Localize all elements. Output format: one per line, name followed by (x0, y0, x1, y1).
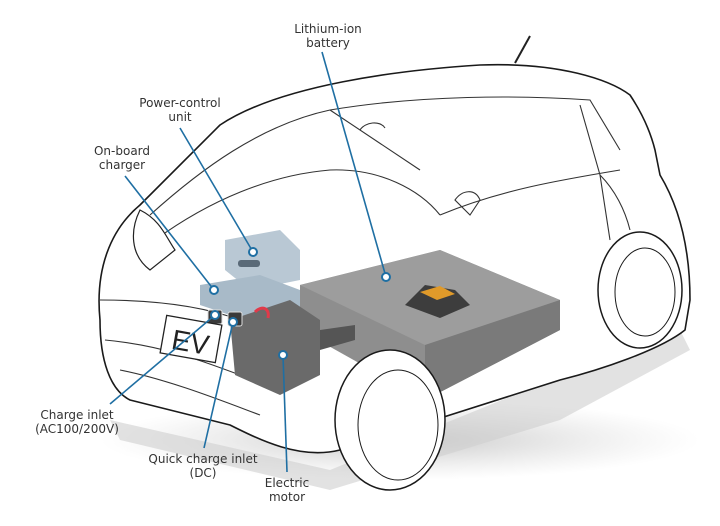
hv-cable (253, 306, 270, 319)
electric-motor-callout-dot (278, 350, 288, 360)
charge-inlet-label: Charge inlet(AC100/200V) (35, 408, 119, 436)
lithium-ion-battery-leader-line (321, 51, 387, 278)
quick-charge-inlet-label-line: (DC) (189, 466, 217, 480)
charge-inlet-label-line: (AC100/200V) (35, 422, 119, 436)
electric-motor-label-line: motor (268, 490, 305, 504)
quick-charge-inlet-leader-line (203, 321, 234, 449)
license-plate-text: EV (169, 324, 211, 361)
lithium-ion-battery-callout-dot (381, 272, 391, 282)
lithium-ion-battery-label-line: battery (306, 36, 350, 50)
quick-charge-inlet-label: Quick charge inlet(DC) (148, 452, 257, 480)
quick-charge-inlet-label-line: Quick charge inlet (148, 452, 258, 466)
power-control-unit-leader-line (179, 127, 254, 253)
front-wheel (334, 349, 446, 491)
license-plate: EV (159, 314, 223, 364)
power-control-unit-label-line: Power-control (139, 96, 221, 110)
on-board-charger-label-line: charger (98, 158, 146, 172)
quick-charge-inlet-callout-dot (228, 317, 238, 327)
on-board-charger-callout-dot (209, 285, 219, 295)
on-board-charger-leader-line (124, 175, 215, 291)
on-board-charger-label-line: On-board (93, 144, 151, 158)
charge-inlet-label-line: Charge inlet (40, 408, 114, 422)
power-control-unit-callout-dot (248, 247, 258, 257)
rear-wheel (597, 231, 683, 349)
lithium-ion-battery-label-line: Lithium-ion (294, 22, 362, 36)
power-control-unit-label-line: unit (168, 110, 192, 124)
headlight (132, 209, 176, 271)
electric-motor-leader-line (282, 354, 288, 473)
charge-inlet-callout-dot (210, 310, 220, 320)
battery-terminal (420, 286, 455, 300)
charge-inlet-leader-line (109, 314, 216, 405)
antenna (514, 35, 531, 64)
electric-motor-shape (230, 300, 355, 395)
electric-motor-label-line: Electric (264, 476, 310, 490)
